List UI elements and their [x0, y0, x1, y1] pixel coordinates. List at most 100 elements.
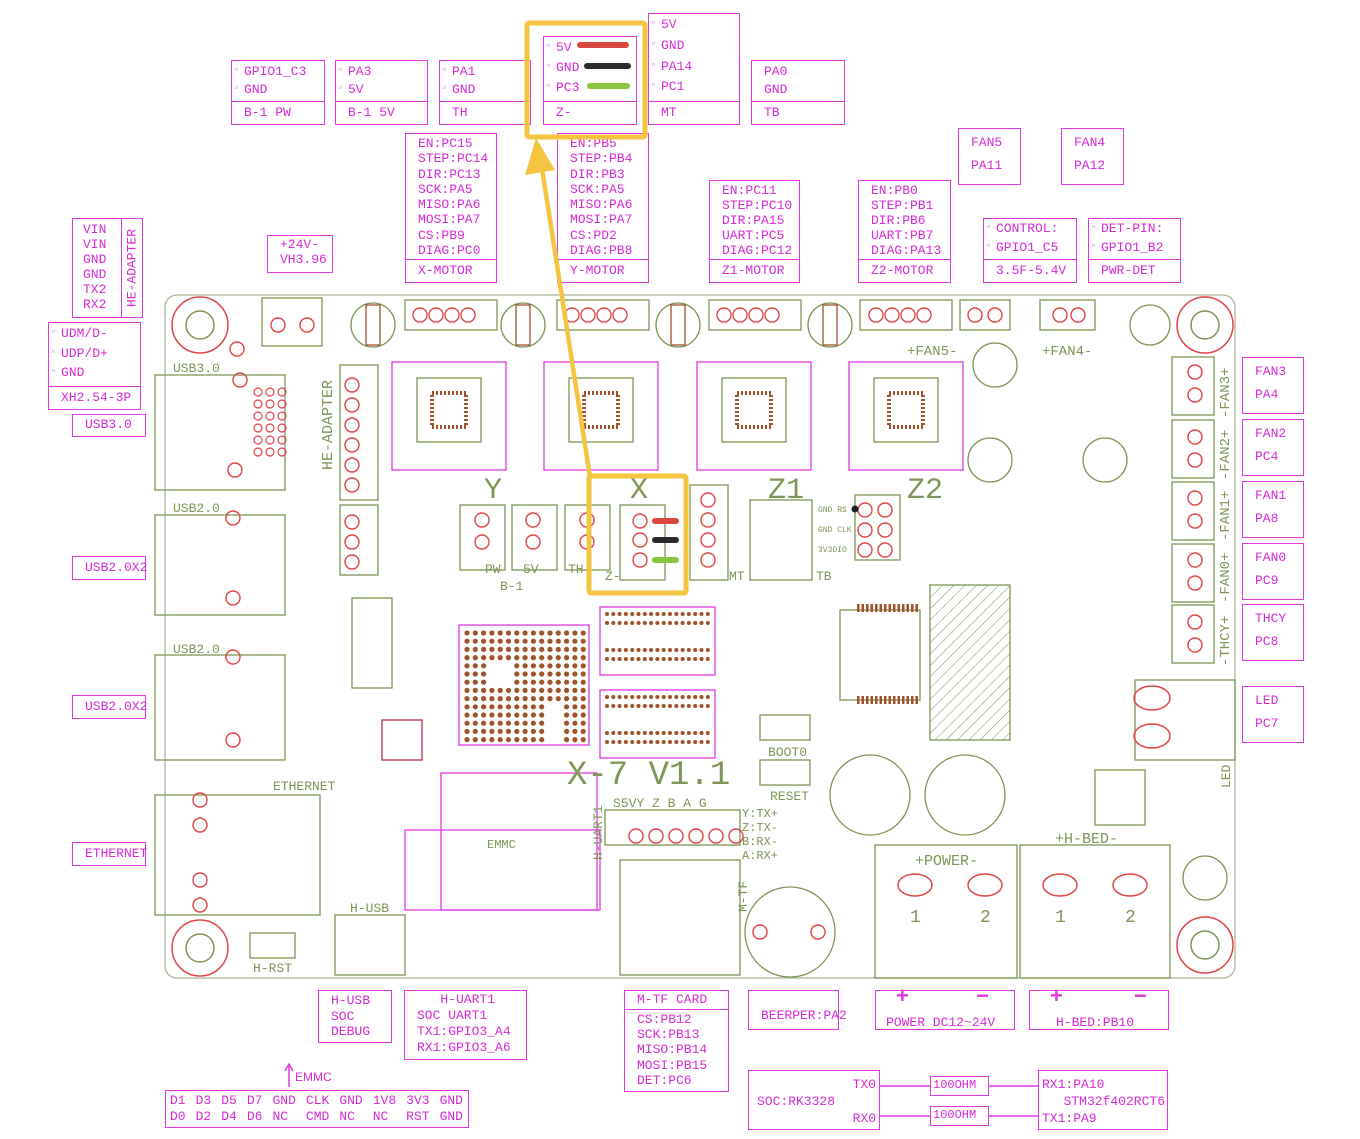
bga-ball [572, 737, 578, 743]
boot0-button[interactable] [759, 714, 811, 741]
bga-ball [539, 630, 545, 636]
bga-ball [505, 712, 512, 718]
bga-ball [464, 696, 470, 702]
label-line: PA14 [661, 58, 693, 74]
pad [764, 307, 780, 323]
h-rst-button[interactable] [249, 932, 296, 959]
pad [344, 377, 360, 393]
ram-ball [686, 648, 691, 652]
emmc-pin: RST [406, 1109, 430, 1124]
bga-ball [481, 646, 487, 653]
pad [444, 307, 460, 323]
bga-ball [564, 679, 570, 685]
usb-pin [253, 423, 263, 433]
bga-ball [539, 696, 545, 702]
power-minus-pad [967, 873, 1003, 897]
mcu-pin [911, 696, 914, 704]
ram-ball [693, 740, 698, 744]
pad [868, 307, 884, 323]
fan-connector [1171, 543, 1215, 603]
ram-ball [617, 740, 622, 744]
ram-ball [617, 704, 622, 708]
bga-ball [580, 728, 586, 735]
label-header: M-TF CARD [625, 993, 728, 1010]
ram-ball [699, 695, 704, 699]
ram-chip-2 [599, 689, 716, 759]
pad [192, 792, 208, 808]
bga-ball [522, 687, 528, 694]
silk-z2: Z2 [907, 474, 943, 508]
bga-ball [580, 737, 586, 743]
bga-ball [472, 663, 478, 669]
label-line: USB2.0X2 [85, 560, 148, 575]
label-line: MOSI:PB15 [637, 1057, 708, 1073]
pw-connector [459, 504, 506, 571]
ram-ball [611, 621, 616, 625]
usb-pin [277, 423, 287, 433]
he-pin-5: RX2 [83, 297, 107, 312]
label-line: DIR:PB6 [871, 213, 926, 228]
rx0-label: RX0 [852, 1111, 876, 1126]
ram-ball [680, 612, 685, 616]
label-line: LED [1255, 693, 1279, 708]
ram-ball [705, 657, 710, 661]
bga-ball [555, 638, 561, 644]
bga-ball [572, 728, 578, 735]
pin-marker-icon: ▫ [51, 328, 56, 337]
pad [1052, 307, 1068, 323]
mosfet [1094, 769, 1146, 826]
capacitor-2 [924, 754, 1006, 836]
usb-pin [277, 411, 287, 421]
mcu-pin [888, 604, 891, 612]
pad [628, 828, 644, 844]
ram-ball [623, 740, 628, 744]
he-adapter-title-cell: HE-ADAPTER [121, 219, 142, 317]
reset-button[interactable] [759, 759, 811, 786]
label-line: EN:PB5 [570, 136, 617, 151]
bga-ball [464, 687, 470, 694]
bga-ball [464, 630, 470, 636]
emmc-socket [404, 829, 601, 911]
mcu-pin [861, 604, 864, 612]
tx1-label: TX1:PA9 [1042, 1111, 1097, 1126]
ram-ball [705, 612, 710, 616]
pad [1187, 387, 1203, 403]
label-line: PC9 [1255, 573, 1279, 588]
label-line: STEP:PC14 [418, 151, 489, 167]
bga-ball [539, 671, 545, 677]
silk-uart-map-1: Z:TX- [742, 821, 778, 835]
buzzer [744, 886, 836, 978]
mounting-hole-inner [185, 310, 215, 340]
bga-ball [547, 638, 553, 644]
label-line: EN:PC11 [722, 183, 777, 198]
bga-ball [572, 671, 578, 677]
bga-ball [497, 655, 503, 661]
label-footer: Y-MOTOR [558, 259, 648, 282]
electrolytic-cap [350, 302, 396, 348]
mcu-pin [888, 696, 891, 704]
silk-tb: TB [816, 569, 832, 584]
silk-usb20b: USB2.0 [173, 642, 220, 657]
pad [1187, 452, 1203, 468]
label-line: DIR:PB3 [570, 166, 625, 182]
bga-ball [572, 679, 578, 685]
ram-ball [680, 731, 685, 735]
ram-ball [686, 621, 691, 625]
mcu-pin [893, 696, 896, 704]
bga-ball [555, 655, 561, 661]
pad [344, 534, 360, 550]
y-motor-connector [556, 299, 650, 331]
label-line: +24V- [280, 237, 320, 252]
label-line: MOSI:PA7 [570, 212, 633, 228]
bga-ball [464, 720, 470, 726]
bga-ball [514, 728, 520, 735]
mounting-hole [1176, 296, 1234, 354]
label-line: FAN1 [1255, 488, 1287, 503]
pad [716, 307, 732, 323]
pin-marker-icon: ▫ [651, 19, 656, 28]
ram-ball [674, 621, 679, 625]
label-footer: TH [440, 101, 530, 124]
